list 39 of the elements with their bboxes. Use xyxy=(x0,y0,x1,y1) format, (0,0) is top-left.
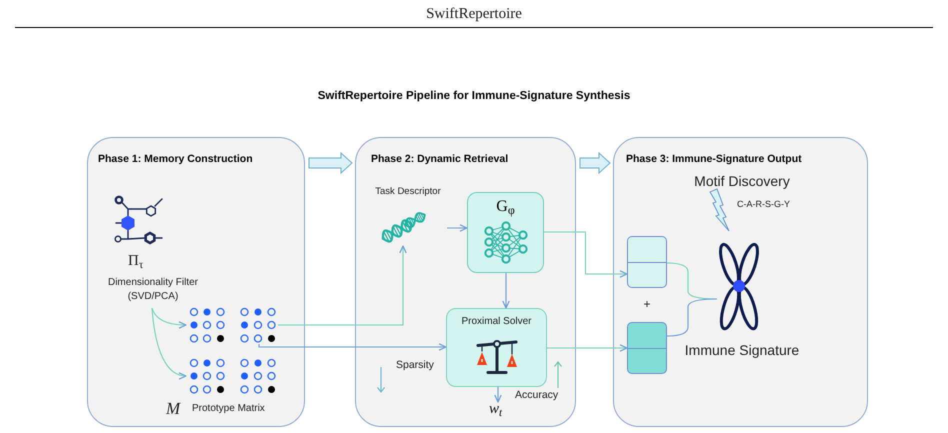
phase-panel xyxy=(613,137,868,427)
generator-box xyxy=(467,192,544,273)
arrow xyxy=(547,344,628,352)
solver-label: Proximal Solver xyxy=(461,317,532,327)
phase-panel xyxy=(355,137,576,427)
panel-heading: Phase 1: Memory Construction xyxy=(98,154,253,164)
arrow xyxy=(502,273,510,309)
arrow xyxy=(278,245,407,326)
symbol-label: Π$_{τ}$ xyxy=(128,254,144,269)
phase-panel xyxy=(87,137,305,427)
arrow xyxy=(258,343,447,351)
solver-box xyxy=(446,308,547,387)
annotation-label: Accuracy xyxy=(515,390,558,400)
arrow xyxy=(494,387,502,403)
matrix-caption: Prototype Matrix xyxy=(192,404,265,414)
panel-heading: Phase 2: Dynamic Retrieval xyxy=(371,154,508,164)
panel-heading: Phase 3: Immune-Signature Output xyxy=(626,154,802,164)
task-label: Task Descriptor xyxy=(375,186,441,198)
sequence-label: C-A-R-S-G-Y xyxy=(737,200,790,209)
block-arrow xyxy=(580,152,611,174)
plus-sign: + xyxy=(644,298,650,310)
arrow xyxy=(447,224,468,232)
stacked-block xyxy=(627,322,667,374)
block-arrow xyxy=(308,152,353,174)
arrow xyxy=(151,308,187,329)
annotation-label: Sparsity xyxy=(396,360,434,370)
chromosome-icon xyxy=(717,241,761,332)
running-header: SwiftRepertoire xyxy=(426,7,522,22)
arrow xyxy=(544,231,628,278)
matrix-symbol: M xyxy=(166,400,180,417)
filter-label: Dimensionality Filter (SVD/PCA) xyxy=(106,276,200,304)
variable-label: w$_{t}$ xyxy=(489,402,502,417)
annotation-label: Motif Discovery xyxy=(694,174,790,188)
caption-label: Immune Signature xyxy=(684,343,800,357)
arrow xyxy=(151,308,187,379)
model-symbol: G$_{φ}$ xyxy=(496,199,515,215)
connector-line xyxy=(666,298,717,337)
stacked-block xyxy=(627,236,667,288)
diagram-title: SwiftRepertoire Pipeline for Immune-Signature Synthesis xyxy=(318,91,630,102)
